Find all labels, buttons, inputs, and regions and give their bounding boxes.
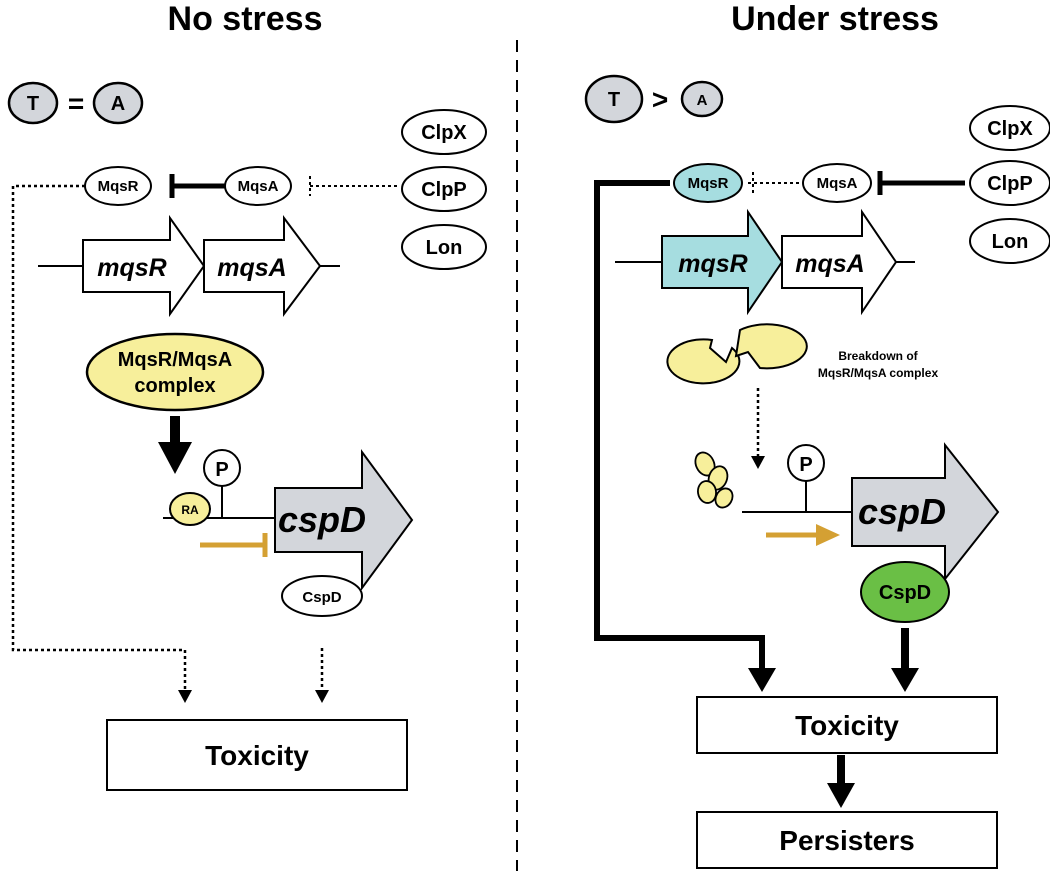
toxicity-box-left: [106, 719, 408, 791]
mqsr-gene-arrow-active: [661, 208, 784, 316]
complex-arrow-shaft: [170, 416, 180, 444]
clpx-ellipse: [401, 109, 487, 155]
toxin-ellipse: [7, 81, 59, 125]
lon-label: Lon: [992, 231, 1029, 253]
cspd-protein: [281, 575, 363, 617]
clpp-ellipse: [401, 166, 487, 212]
clpx-ellipse: [969, 105, 1050, 151]
cspd-toxicity-arrowhead: [891, 668, 919, 692]
mqsr-protein-label: MqsR: [98, 178, 139, 195]
ra-ellipse: [169, 492, 211, 526]
complex-ellipse: [85, 332, 265, 412]
mqsr-gene-label: mqsR: [678, 250, 747, 278]
persisters-label: Persisters: [779, 825, 914, 856]
toxin-label: T: [608, 89, 620, 111]
cspd-protein-label: CspD: [302, 589, 341, 606]
clpp-ellipse: [969, 160, 1050, 206]
left-panel: No stress T = A ClpX ClpP Lon MqsR MqsA …: [7, 0, 487, 791]
ratio-symbol: =: [68, 88, 84, 119]
toxicity-label-right: Toxicity: [795, 710, 899, 741]
cspd-toxicity-shaft: [901, 628, 909, 670]
mqsr-protein-active: [673, 163, 743, 203]
cspd-protein-label: CspD: [879, 582, 931, 604]
persister-arrow-shaft: [837, 755, 845, 785]
mqsa-protein: [802, 163, 872, 203]
complex-label-2: complex: [134, 375, 215, 397]
clpx-label: ClpX: [987, 118, 1033, 140]
breakdown-label-1: Breakdown of: [838, 349, 918, 363]
mqsr-toxicity-path: [594, 180, 765, 670]
dotted-arrowhead-left: [178, 690, 192, 703]
lon-label: Lon: [426, 237, 463, 259]
persisters-box: [696, 811, 998, 869]
ra-label: RA: [181, 503, 199, 517]
cspd-protein-active: [860, 561, 950, 623]
toxin-label: T: [27, 93, 39, 115]
cspd-gene-label: cspD: [278, 499, 366, 540]
complex-arrow-head: [158, 442, 192, 474]
left-title: No stress: [168, 0, 323, 38]
right-title: Under stress: [731, 0, 939, 38]
mqsr-protein-label: MqsR: [688, 175, 729, 192]
fragment-4: [714, 487, 734, 509]
activation-arrowhead: [816, 524, 840, 546]
mqsa-protein-label: MqsA: [817, 175, 858, 192]
clpx-label: ClpX: [421, 122, 467, 144]
cspd-gene-arrow: [274, 448, 414, 592]
antitoxin-label: A: [111, 93, 125, 115]
mqsa-gene-label: mqsA: [795, 250, 864, 278]
mqsa-gene-label: mqsA: [217, 254, 286, 282]
cspd-gene-label: cspD: [858, 491, 946, 532]
mqsa-gene-arrow: [203, 215, 322, 317]
toxin-ellipse-large: [584, 74, 644, 124]
toxicity-box-right: [696, 696, 998, 754]
breakdown-dotted-arrowhead: [751, 456, 765, 469]
complex-fragment-right: [734, 323, 808, 370]
dotted-arrowhead-right: [315, 690, 329, 703]
antitoxin-ellipse: [92, 81, 144, 125]
persister-arrow-head: [827, 783, 855, 808]
right-panel: Under stress T > A ClpX ClpP Lon MqsR Mq…: [584, 0, 1050, 869]
clpp-label: ClpP: [987, 173, 1033, 195]
ratio-symbol: >: [652, 84, 668, 115]
mqsa-protein-label: MqsA: [238, 178, 279, 195]
promoter-label: P: [215, 459, 228, 481]
fragment-3: [697, 480, 717, 504]
clpp-label: ClpP: [421, 179, 467, 201]
complex-label-1: MqsR/MqsA: [118, 349, 232, 371]
antitoxin-ellipse-small: [680, 80, 724, 118]
antitoxin-label: A: [697, 92, 708, 109]
promoter-circle: [203, 449, 241, 487]
promoter-label: P: [799, 454, 812, 476]
lon-ellipse: [969, 218, 1050, 264]
mqsr-gene-label: mqsR: [97, 254, 166, 282]
mqsr-toxicity-arrowhead: [748, 668, 776, 692]
mqsr-gene-arrow: [82, 214, 206, 318]
toxicity-label-left: Toxicity: [205, 740, 309, 771]
mqsa-gene-arrow: [781, 208, 898, 316]
promoter-circle: [787, 444, 825, 482]
lon-ellipse: [401, 224, 487, 270]
complex-fragment-left: [666, 338, 741, 385]
cspd-gene-arrow: [851, 442, 1000, 582]
breakdown-label-2: MqsR/MqsA complex: [818, 366, 939, 380]
mqsr-toxicity-dotted-path: [11, 184, 187, 690]
